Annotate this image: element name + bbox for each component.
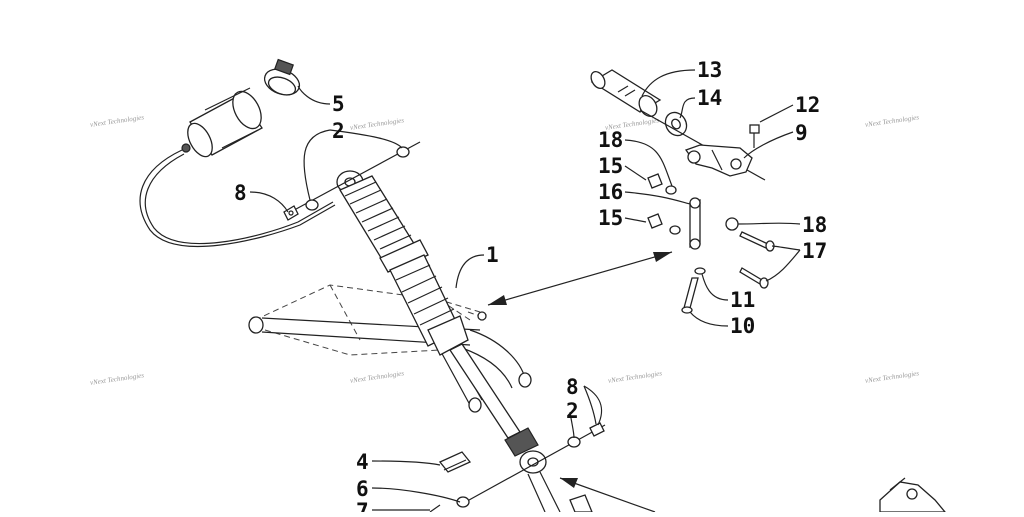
callout-12: 12 [795,93,820,117]
callout-2-upper: 2 [332,119,345,143]
callout-15-lower: 15 [598,206,623,230]
callout-5: 5 [332,92,345,116]
leader-lines [249,69,801,511]
shock-absorber [336,170,561,513]
lower-mount-hardware [456,422,606,508]
svg-text:vNext Technologies: vNext Technologies [608,369,663,385]
callout-1: 1 [486,243,499,267]
lower-part-7 [429,494,593,513]
linkage-assembly [590,69,775,314]
callout-labels: 13 14 12 9 18 15 16 15 18 17 11 10 5 2 8… [234,58,827,517]
upper-mount-hardware [283,141,421,221]
callout-15-upper: 15 [598,154,623,178]
watermark-6: vNext Technologies [350,369,405,385]
callout-14: 14 [697,86,722,110]
svg-text:vNext Technologies: vNext Technologies [90,113,145,129]
callout-11: 11 [730,288,755,312]
callout-10: 10 [730,314,755,338]
watermark-7: vNext Technologies [608,369,663,385]
callout-9: 9 [795,121,808,145]
callout-8-lower: 8 [566,375,579,399]
reference-arrows [487,251,673,513]
watermark-5: vNext Technologies [90,371,145,387]
watermark-2: vNext Technologies [350,116,405,132]
callout-13: 13 [697,58,722,82]
callout-4: 4 [356,450,369,474]
hose-clamp [263,58,301,96]
lower-bracket [879,477,947,513]
remote-reservoir [139,87,336,248]
callout-8-upper: 8 [234,181,247,205]
callout-7: 7 [356,499,369,512]
callout-18-upper: 18 [598,128,623,152]
svg-text:vNext Technologies: vNext Technologies [865,113,920,129]
watermark-1: vNext Technologies [90,113,145,129]
callout-6: 6 [356,477,369,501]
bump-stop [438,451,472,473]
svg-text:vNext Technologies: vNext Technologies [90,371,145,387]
svg-text:vNext Technologies: vNext Technologies [865,369,920,385]
watermark-4: vNext Technologies [865,113,920,129]
svg-text:vNext Technologies: vNext Technologies [350,369,405,385]
callout-18-lower: 18 [802,213,827,237]
callout-2-lower: 2 [566,399,579,423]
callout-17: 17 [802,239,827,263]
watermark-8: vNext Technologies [865,369,920,385]
svg-text:vNext Technologies: vNext Technologies [350,116,405,132]
callout-16: 16 [598,180,623,204]
